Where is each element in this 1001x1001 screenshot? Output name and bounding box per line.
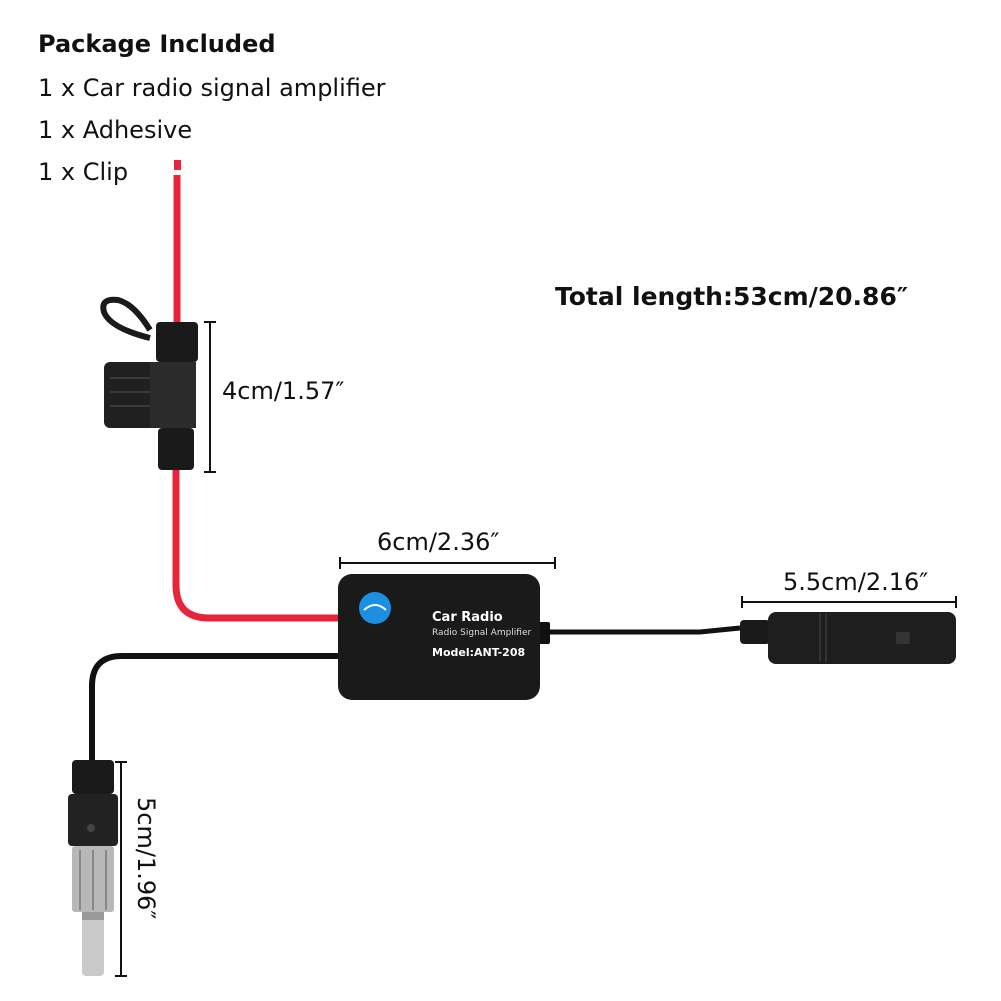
dimension-amplifier-box: 6cm/2.36″ [377, 528, 500, 556]
fuse-holder [100, 296, 198, 470]
amplifier-label-title: Car Radio [432, 610, 503, 625]
car-logo-icon [359, 592, 391, 624]
total-length: Total length:53cm/20.86″ [555, 282, 909, 311]
black-antenna-wire [89, 653, 340, 765]
package-title: Package Included [38, 30, 276, 58]
red-power-wire [172, 160, 340, 622]
dimension-male-plug: 5cm/1.96″ [132, 797, 160, 920]
dimension-lines [115, 321, 957, 977]
output-wire [538, 622, 741, 644]
male-antenna-plug [68, 760, 118, 976]
female-antenna-connector [740, 612, 956, 664]
package-item: 1 x Adhesive [38, 116, 193, 144]
package-item: 1 x Clip [38, 158, 129, 186]
amplifier-box [338, 574, 540, 700]
amplifier-label-subtitle: Radio Signal Amplifier [432, 628, 532, 638]
package-item: 1 x Car radio signal amplifier [38, 74, 386, 102]
dimension-fuse-holder: 4cm/1.57″ [222, 377, 345, 405]
dimension-female-connector: 5.5cm/2.16″ [783, 568, 929, 596]
amplifier-label-model: Model:ANT-208 [432, 646, 526, 659]
